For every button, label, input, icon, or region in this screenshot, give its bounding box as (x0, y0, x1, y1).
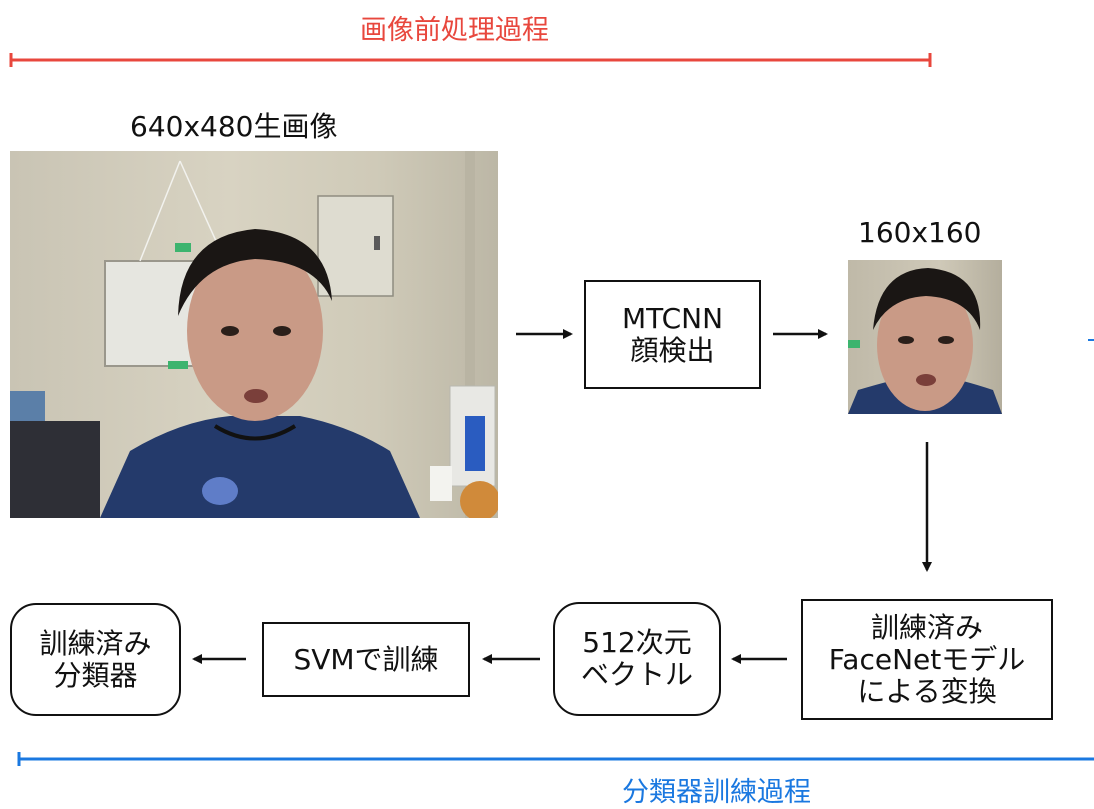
svm-line1: SVMで訓練 (293, 642, 439, 676)
vector-box: 512次元 ベクトル (553, 602, 721, 716)
mtcnn-line2: 顔検出 (630, 333, 715, 367)
vector-line2: ベクトル (580, 658, 693, 691)
raw-photo-scene (10, 151, 498, 518)
vector-line1: 512次元 (582, 626, 692, 659)
training-title: 分類器訓練過程 (622, 777, 811, 808)
facenet-line1: 訓練済み (870, 610, 983, 644)
svm-box: SVMで訓練 (262, 622, 470, 697)
cropped-face-photo (848, 260, 1002, 414)
mtcnn-box: MTCNN 顔検出 (584, 280, 761, 389)
raw-photo (10, 151, 498, 518)
facenet-box: 訓練済み FaceNetモデル による変換 (801, 599, 1053, 720)
facenet-line2: FaceNetモデル (828, 642, 1026, 676)
facenet-line3: による変換 (857, 674, 997, 708)
mtcnn-line1: MTCNN (621, 301, 724, 335)
raw-image-label: 640x480生画像 (130, 110, 338, 143)
cropped-face-scene (848, 268, 1002, 414)
preprocessing-title: 画像前処理過程 (360, 15, 549, 46)
classifier-line1: 訓練済み (39, 626, 152, 660)
classifier-box: 訓練済み 分類器 (10, 603, 181, 716)
training-bracket (17, 339, 1094, 766)
classifier-line2: 分類器 (53, 658, 138, 692)
preprocessing-bracket (9, 53, 932, 67)
crop-image-label: 160x160 (858, 216, 982, 249)
